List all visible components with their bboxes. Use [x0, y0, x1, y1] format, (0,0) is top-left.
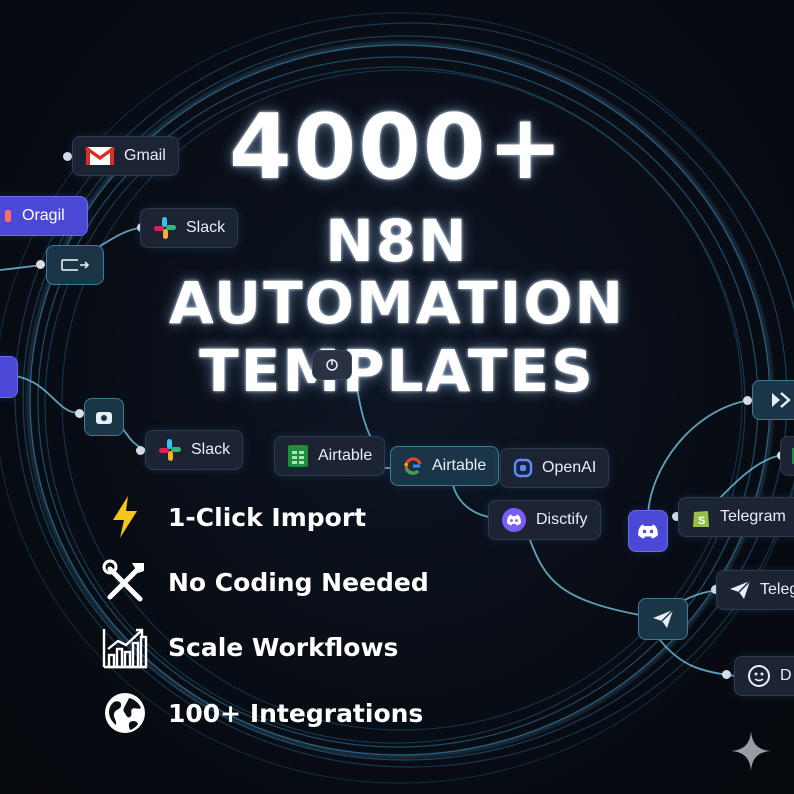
connector-dot	[672, 512, 681, 521]
node-router[interactable]	[46, 245, 104, 285]
double-chevron-icon	[770, 391, 794, 409]
node-oragil[interactable]: Oragil	[0, 196, 88, 236]
connector-dot	[36, 260, 45, 269]
switch-arrows-icon	[60, 257, 90, 273]
feature-label: 100+ Integrations	[168, 698, 424, 728]
node-telegram-send[interactable]	[638, 598, 688, 640]
node-label: Slack	[186, 219, 226, 236]
node-label: OpenAI	[542, 459, 597, 476]
node-openai[interactable]: OpenAI	[500, 448, 610, 488]
node-telegram-top[interactable]: S Telegram	[678, 497, 794, 537]
support-icon	[747, 664, 771, 688]
shopify-icon: S	[691, 506, 711, 528]
feature-item: 100+ Integrations	[100, 688, 423, 738]
tools-icon	[100, 557, 150, 607]
paper-plane-icon	[652, 609, 674, 629]
connector-dot	[136, 446, 145, 455]
node-webhook[interactable]	[84, 398, 124, 436]
connector-dot	[722, 670, 731, 679]
node-label: Gmail	[124, 147, 166, 164]
discord-icon	[636, 522, 660, 540]
node-label: Airtable	[432, 457, 487, 474]
connector-dot	[63, 152, 72, 161]
node-label: Disctify	[536, 511, 588, 528]
sheets-icon	[790, 447, 794, 465]
feature-item: 1-Click Import	[100, 492, 366, 542]
node-label: Teleg	[760, 581, 794, 598]
feature-item: Scale Workflows	[100, 622, 398, 672]
node-label: Airtable	[318, 447, 373, 464]
headline-automation: AUTOMATION	[168, 269, 626, 337]
power-icon	[325, 358, 339, 372]
google-icon	[403, 456, 423, 476]
paper-plane-icon	[729, 580, 751, 600]
connector-dot	[743, 396, 752, 405]
node-label: D	[780, 667, 792, 684]
sheets-icon	[287, 444, 309, 468]
node-disctify[interactable]: Disctify	[488, 500, 601, 540]
node-slack-top[interactable]: Slack	[140, 208, 239, 248]
slack-icon	[153, 216, 177, 240]
discord-icon	[501, 507, 527, 533]
node-sheets-edge[interactable]	[780, 436, 794, 476]
growth-chart-icon	[100, 622, 150, 672]
gmail-icon	[85, 145, 115, 167]
lightning-icon	[100, 492, 150, 542]
connector-dot	[75, 409, 84, 418]
node-discord[interactable]	[628, 510, 668, 552]
connector-dot	[711, 585, 720, 594]
node-gmail[interactable]: Gmail	[72, 136, 179, 176]
sparkle-icon	[730, 730, 772, 776]
svg-text:S: S	[698, 515, 705, 527]
node-label: Slack	[191, 441, 231, 458]
globe-icon	[100, 688, 150, 738]
node-trigger[interactable]	[312, 350, 352, 380]
node-left-edge[interactable]	[0, 356, 18, 398]
node-airtable-left[interactable]: Airtable	[274, 436, 386, 476]
camera-icon	[95, 409, 113, 425]
node-label: Oragil	[22, 207, 65, 224]
feature-item: No Coding Needed	[100, 557, 429, 607]
node-label: Telegram	[720, 508, 786, 525]
feature-label: No Coding Needed	[168, 567, 429, 597]
headline-count: 4000+	[229, 95, 565, 200]
headline-templates: TEMPLATES	[199, 337, 595, 405]
node-telegram-right[interactable]: Teleg	[716, 570, 794, 610]
headline-brand: N8N	[325, 207, 469, 275]
slack-icon	[158, 438, 182, 462]
node-forward[interactable]	[752, 380, 794, 420]
node-d-right[interactable]: D	[734, 656, 794, 696]
n8n-icon	[3, 209, 13, 223]
node-slack-bottom[interactable]: Slack	[145, 430, 244, 470]
feature-label: Scale Workflows	[168, 632, 399, 662]
node-airtable-center[interactable]: Airtable	[390, 446, 500, 486]
openai-icon	[513, 458, 533, 478]
feature-label: 1-Click Import	[168, 502, 367, 532]
